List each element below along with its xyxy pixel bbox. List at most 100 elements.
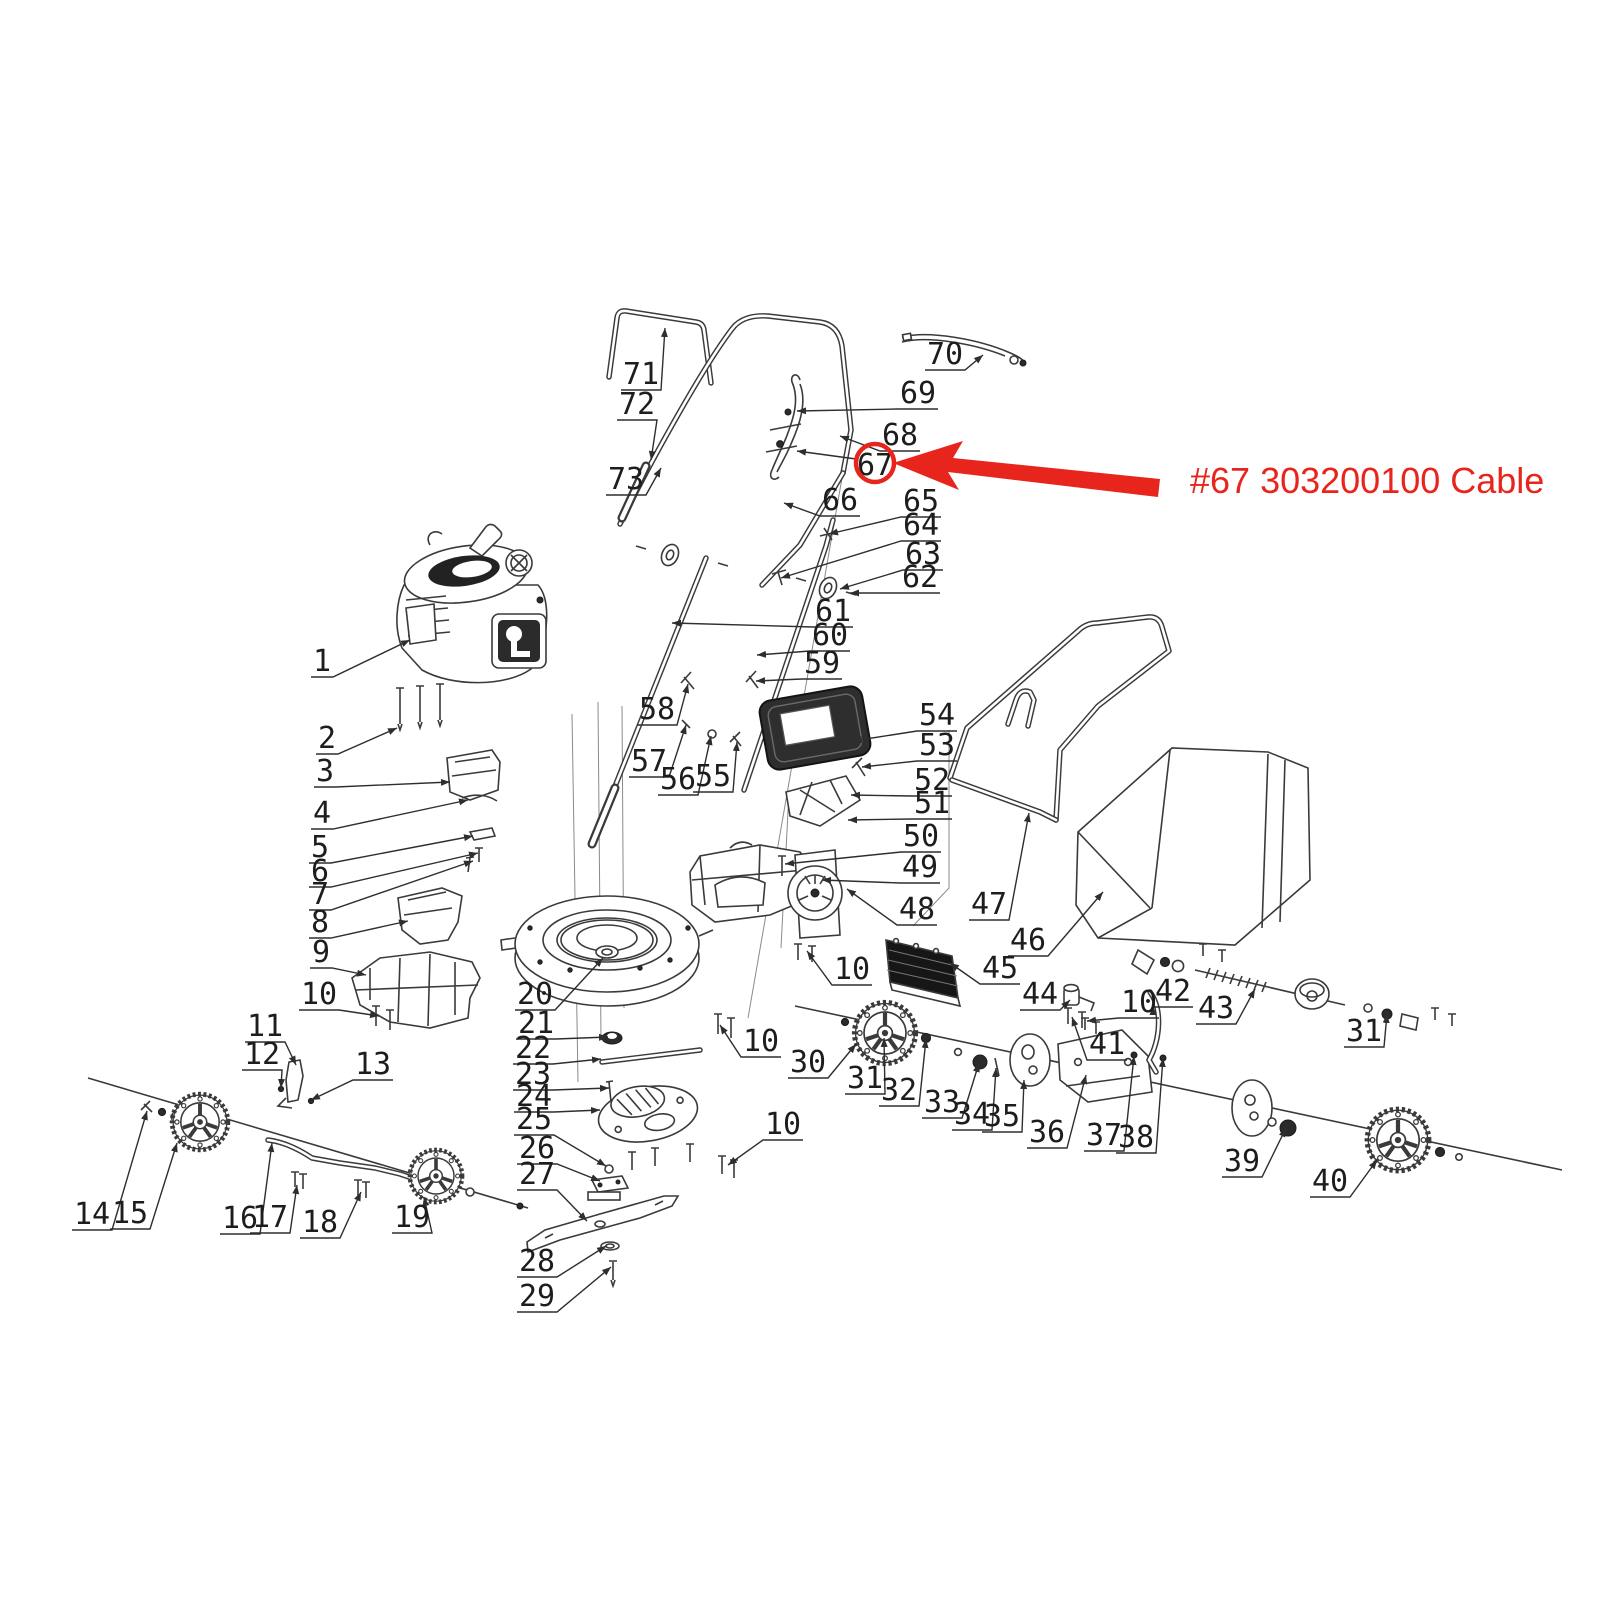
part-label-59: 59 xyxy=(804,646,840,681)
highlight-arrow xyxy=(893,441,1160,497)
part-label-48: 48 xyxy=(899,892,935,927)
part-label-18: 18 xyxy=(302,1205,338,1240)
leader-line-38 xyxy=(1116,1057,1166,1154)
leader-line-66 xyxy=(783,502,860,517)
leader-line-39 xyxy=(1222,1127,1287,1178)
leader-line-3 xyxy=(314,778,451,788)
leader-line-70 xyxy=(925,354,984,371)
part-label-24: 24 xyxy=(516,1079,552,1114)
leader-line-10a xyxy=(299,1009,380,1019)
part-label-49: 49 xyxy=(902,850,938,885)
part-label-7: 7 xyxy=(311,877,329,912)
leader-line-55 xyxy=(693,741,740,793)
leader-line-51 xyxy=(847,816,952,824)
part-label-6: 6 xyxy=(311,854,329,889)
part-label-10d: 10 xyxy=(765,1107,801,1142)
part-label-10e: 10 xyxy=(1121,985,1157,1020)
part-label-37: 37 xyxy=(1086,1118,1122,1153)
part-label-11: 11 xyxy=(247,1009,283,1044)
part-label-56: 56 xyxy=(660,762,696,797)
part-label-52: 52 xyxy=(914,763,950,798)
leader-line-12 xyxy=(242,1069,285,1089)
leader-line-63 xyxy=(839,569,943,590)
leader-line-10e xyxy=(1086,1016,1159,1024)
leader-line-37 xyxy=(1084,1055,1137,1152)
part-label-54: 54 xyxy=(919,698,955,733)
part-label-42: 42 xyxy=(1155,974,1191,1009)
part-label-3: 3 xyxy=(316,754,334,789)
part-label-4: 4 xyxy=(313,796,331,831)
blade-assembly xyxy=(526,1031,703,1289)
leader-line-43 xyxy=(1196,988,1256,1025)
rear-drive-assembly xyxy=(689,841,1563,1178)
leader-line-56 xyxy=(658,735,713,796)
leader-line-60 xyxy=(756,650,850,658)
leader-line-5 xyxy=(309,834,474,864)
leader-line-67 xyxy=(796,448,857,460)
part-label-16: 16 xyxy=(222,1201,258,1236)
part-label-19: 19 xyxy=(394,1200,430,1235)
part-label-34: 34 xyxy=(954,1097,990,1132)
leader-line-19 xyxy=(392,1196,433,1234)
leader-line-65 xyxy=(828,516,941,536)
leader-line-24 xyxy=(514,1106,601,1114)
leader-line-21 xyxy=(516,1033,609,1041)
highlight-annotation: #67 303200100 Cable xyxy=(853,441,1544,501)
leader-line-71 xyxy=(621,327,668,391)
part-label-36: 36 xyxy=(1029,1115,1065,1150)
part-label-35: 35 xyxy=(984,1099,1020,1134)
part-label-53: 53 xyxy=(919,728,955,763)
part-label-14: 14 xyxy=(74,1197,110,1232)
leader-line-28 xyxy=(517,1245,607,1278)
leader-line-48 xyxy=(846,888,937,926)
part-label-32: 32 xyxy=(881,1073,917,1108)
leader-line-29 xyxy=(517,1266,612,1313)
leader-line-50 xyxy=(784,851,941,867)
leader-line-14 xyxy=(72,1110,148,1231)
part-label-28: 28 xyxy=(519,1244,555,1279)
part-label-1: 1 xyxy=(313,644,331,679)
part-label-5: 5 xyxy=(311,830,329,865)
part-label-64: 64 xyxy=(903,508,939,543)
leader-line-26 xyxy=(517,1163,601,1182)
part-label-55: 55 xyxy=(695,759,731,794)
leader-line-41 xyxy=(1071,1016,1127,1061)
part-label-15: 15 xyxy=(112,1196,148,1231)
leader-line-2 xyxy=(316,727,398,755)
part-label-33: 33 xyxy=(924,1085,960,1120)
leader-line-13 xyxy=(310,1079,393,1101)
part-label-44: 44 xyxy=(1022,977,1058,1012)
part-label-12: 12 xyxy=(244,1037,280,1072)
leader-line-73 xyxy=(606,467,662,496)
part-label-69: 69 xyxy=(900,376,936,411)
deck-drawing xyxy=(500,895,714,1007)
leader-line-8 xyxy=(309,919,409,939)
part-label-71: 71 xyxy=(623,357,659,392)
leader-line-40 xyxy=(1310,1159,1378,1198)
leader-line-31 xyxy=(845,1037,888,1095)
leader-line-22 xyxy=(513,1056,602,1065)
leader-line-59 xyxy=(755,677,842,685)
leader-line-10c xyxy=(719,1024,781,1058)
leader-line-61 xyxy=(671,619,853,628)
leader-line-17 xyxy=(250,1184,300,1234)
part-label-22: 22 xyxy=(515,1031,551,1066)
engine-drawing xyxy=(396,523,548,733)
leader-line-9 xyxy=(310,967,367,977)
leader-line-46 xyxy=(1008,891,1104,957)
part-label-39: 39 xyxy=(1224,1144,1260,1179)
part-label-61: 61 xyxy=(815,594,851,629)
part-label-57: 57 xyxy=(631,744,667,779)
part-label-72: 72 xyxy=(619,387,655,422)
leader-line-58 xyxy=(637,683,690,726)
leader-line-72 xyxy=(617,419,658,461)
leader-line-42 xyxy=(1149,1006,1193,1015)
leader-line-30 xyxy=(788,1043,857,1079)
leader-line-47 xyxy=(969,812,1031,921)
part-label-27: 27 xyxy=(519,1157,555,1192)
leader-line-44 xyxy=(1020,999,1071,1011)
part-label-40: 40 xyxy=(1312,1164,1348,1199)
leader-line-25 xyxy=(514,1134,607,1167)
